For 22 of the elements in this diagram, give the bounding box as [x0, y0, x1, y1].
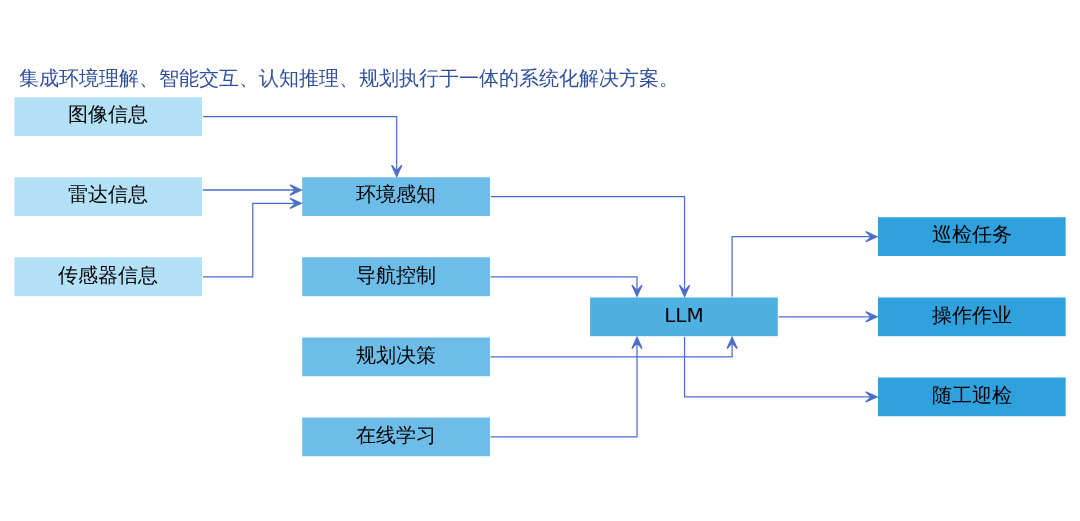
node-box: 雷达信息	[13, 176, 204, 218]
arrow	[202, 115, 403, 178]
arrow	[731, 231, 878, 298]
node-box: 图像信息	[13, 95, 204, 138]
node-box: 在线学习	[300, 416, 492, 458]
node-box: 导航控制	[300, 256, 492, 298]
arrow	[489, 336, 738, 358]
arrow	[777, 311, 878, 323]
node-box: 巡检任务	[876, 216, 1067, 258]
arrow	[489, 336, 643, 438]
arrow	[683, 336, 878, 403]
node-box: LLM	[588, 296, 780, 338]
diagram-title: 集成环境理解、智能交互、认知推理、规划执行于一体的系统化解决方案。	[19, 66, 680, 91]
arrow	[202, 184, 302, 196]
arrow	[490, 196, 691, 298]
node-box: 传感器信息	[13, 256, 204, 298]
arrow	[489, 276, 643, 297]
arrow	[202, 197, 302, 278]
node-box: 环境感知	[300, 176, 492, 218]
node-box: 规划决策	[300, 336, 492, 378]
node-box: 操作作业	[876, 296, 1067, 338]
node-box: 随工迎检	[876, 376, 1067, 418]
